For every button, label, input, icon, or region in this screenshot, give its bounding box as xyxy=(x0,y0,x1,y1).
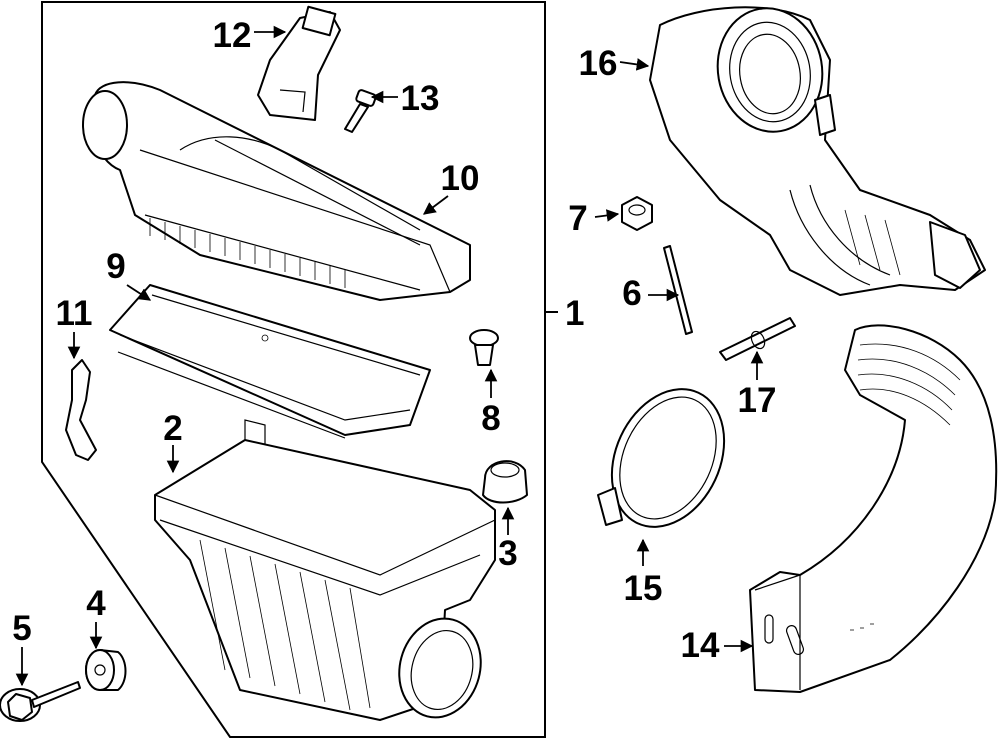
inlet-duct xyxy=(749,324,998,693)
retaining-clip xyxy=(65,359,97,461)
callout-10: 10 xyxy=(422,159,480,215)
callout-16: 16 xyxy=(579,44,650,83)
callout-7: 7 xyxy=(568,199,620,238)
svg-text:8: 8 xyxy=(481,399,500,438)
callout-17: 17 xyxy=(738,350,777,420)
callout-1: 1 xyxy=(565,294,584,333)
svg-text:7: 7 xyxy=(568,199,587,238)
callout-9: 9 xyxy=(106,247,152,301)
svg-text:11: 11 xyxy=(56,294,93,333)
svg-text:2: 2 xyxy=(163,409,182,448)
svg-text:6: 6 xyxy=(622,274,641,313)
callout-6: 6 xyxy=(622,274,680,313)
assembly-bracket xyxy=(41,1,546,738)
callout-4: 4 xyxy=(86,584,106,650)
svg-text:10: 10 xyxy=(441,159,480,198)
svg-text:13: 13 xyxy=(401,79,440,118)
svg-text:15: 15 xyxy=(624,569,663,608)
callout-14: 14 xyxy=(681,626,754,665)
svg-text:3: 3 xyxy=(498,534,517,573)
bolt-with-washer xyxy=(0,681,81,722)
svg-text:1: 1 xyxy=(565,294,584,333)
svg-text:17: 17 xyxy=(738,381,777,420)
air-cleaner-cover xyxy=(82,81,471,301)
callout-2: 2 xyxy=(163,409,183,474)
flange-nut xyxy=(621,196,653,231)
screw xyxy=(344,89,377,133)
air-filter xyxy=(109,284,431,439)
outlet-duct xyxy=(649,6,986,296)
callout-11: 11 xyxy=(56,294,93,360)
callout-15: 15 xyxy=(624,538,663,608)
callout-3: 3 xyxy=(498,506,518,573)
connector-pin xyxy=(719,317,796,361)
callout-13: 13 xyxy=(370,79,440,118)
airflow-sensor xyxy=(257,5,341,121)
svg-text:14: 14 xyxy=(681,626,720,665)
hose-clamp xyxy=(597,388,726,528)
isolator-mount xyxy=(85,649,127,691)
rubber-grommet xyxy=(482,460,528,504)
air-cleaner-housing xyxy=(154,419,496,721)
svg-text:12: 12 xyxy=(213,16,252,55)
callout-12: 12 xyxy=(213,16,287,55)
locating-pin xyxy=(663,245,693,335)
svg-text:9: 9 xyxy=(106,247,125,286)
push-pin xyxy=(469,329,499,366)
svg-text:16: 16 xyxy=(579,44,618,83)
svg-text:5: 5 xyxy=(12,609,31,648)
svg-text:4: 4 xyxy=(86,584,106,623)
callout-8: 8 xyxy=(481,368,501,438)
callout-5: 5 xyxy=(12,609,32,687)
